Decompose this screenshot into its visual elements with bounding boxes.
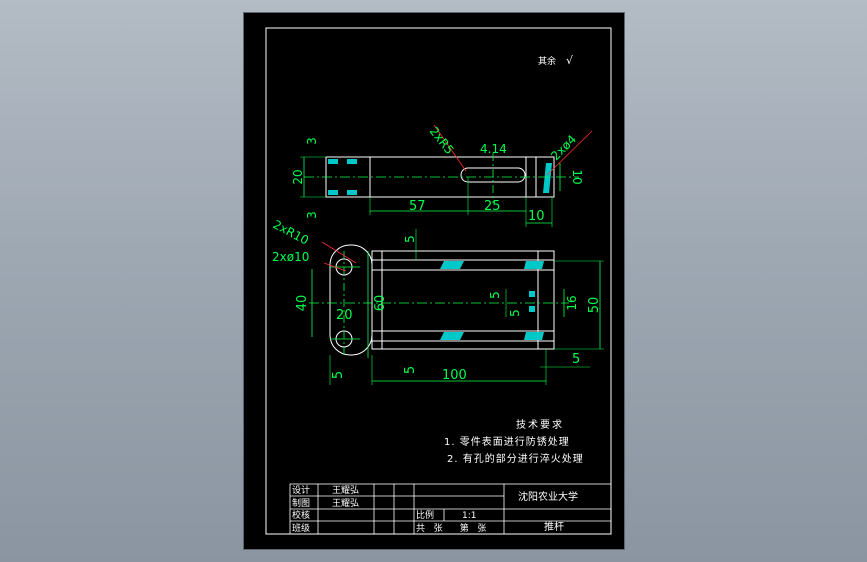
dim-v20: 20 <box>291 169 305 184</box>
title-block <box>289 483 612 535</box>
dim-5-left: 5 <box>331 371 346 379</box>
hatch-front-4 <box>524 332 544 340</box>
dim-10-bottom: 10 <box>528 209 545 224</box>
hatch-top-left-a <box>328 159 338 164</box>
dim-5-b: 5 <box>508 309 522 317</box>
tech-req-title: 技术要求 <box>516 418 564 431</box>
hatch-front-2 <box>440 332 464 340</box>
roughness-symbol: √ <box>566 54 574 67</box>
dim-16: 16 <box>565 295 579 310</box>
front-view: 2xR10 2xø10 40 20 60 5 5 5 16 50 5 5 100… <box>271 217 604 385</box>
dim-57: 57 <box>409 199 426 214</box>
leader-r10 <box>321 241 357 264</box>
dim-414: 4.14 <box>480 142 507 156</box>
dim-v3-top: 3 <box>305 137 319 145</box>
dim-20: 20 <box>336 308 353 323</box>
tb-part-name: 推杆 <box>544 520 564 533</box>
dim-25: 25 <box>484 199 501 214</box>
hatch-top-left-b <box>347 159 357 164</box>
hatch-top-left-c <box>328 190 338 195</box>
hatch-top-right <box>543 163 552 193</box>
dim-50: 50 <box>587 297 602 314</box>
hatch-front-5 <box>529 291 535 297</box>
tech-req-item-2: 2. 有孔的部分进行淬火处理 <box>447 452 584 465</box>
tb-sheets-label: 共 张 第 张 <box>416 522 486 534</box>
tb-scale-label: 比例 <box>416 509 434 521</box>
tb-approve-label: 班级 <box>292 522 310 534</box>
dim-r10: 2xR10 <box>271 217 311 247</box>
dim-5-mid: 5 <box>403 366 418 374</box>
dim-100: 100 <box>442 368 467 383</box>
tb-scale-value: 1:1 <box>462 511 476 521</box>
hatch-top-left-d <box>347 190 357 195</box>
leader-phi4 <box>546 130 593 176</box>
tb-school: 沈阳农业大学 <box>518 490 578 503</box>
leader-r5 <box>433 124 467 172</box>
tb-check-label: 校核 <box>292 509 310 521</box>
tech-req-item-1: 1. 零件表面进行防锈处理 <box>444 435 570 448</box>
dim-phi10: 2xø10 <box>272 250 309 264</box>
hatch-front-6 <box>529 306 535 312</box>
tb-draw-name: 王耀弘 <box>332 498 359 509</box>
dim-5-top: 5 <box>403 235 417 243</box>
drawing-sheet: 其余 √ 3 20 3 2xR5 4.14 2xø4 10 <box>244 13 624 549</box>
tb-design-name: 王耀弘 <box>332 485 359 496</box>
hatch-front-1 <box>440 261 464 269</box>
dim-40: 40 <box>295 295 310 312</box>
leader-phi10 <box>323 262 347 272</box>
dim-10-right: 10 <box>570 169 584 184</box>
tb-design-label: 设计 <box>292 484 310 496</box>
front-view-body <box>371 250 555 350</box>
top-view: 3 20 3 2xR5 4.14 2xø4 10 57 25 10 <box>291 124 593 227</box>
dim-v3-bottom: 3 <box>305 211 319 219</box>
roughness-note: 其余 <box>538 55 556 67</box>
dim-5-a: 5 <box>488 291 502 299</box>
dim-5-right: 5 <box>572 352 580 367</box>
dim-r5: 2xR5 <box>427 124 457 157</box>
hatch-front-3 <box>524 261 544 269</box>
dim-60: 60 <box>373 295 388 312</box>
tb-draw-label: 制图 <box>292 497 310 509</box>
